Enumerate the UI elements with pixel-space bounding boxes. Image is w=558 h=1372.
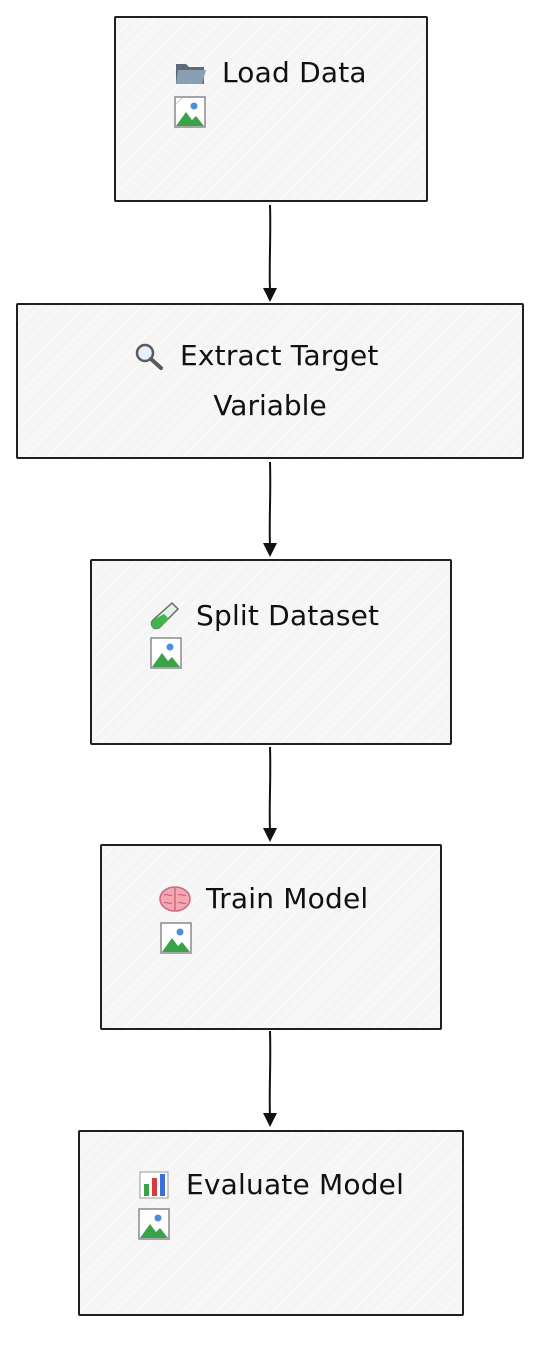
folder-icon — [174, 58, 208, 88]
edge-load-to-extract — [268, 204, 272, 291]
node-load-data[interactable]: Load Data — [114, 16, 428, 202]
magnifier-icon — [132, 341, 166, 371]
broken-image-icon — [174, 96, 206, 128]
edge-arrowhead — [263, 828, 277, 842]
edge-split-to-train — [268, 746, 272, 831]
edge-extract-to-split — [268, 461, 272, 546]
edge-arrowhead — [263, 288, 277, 302]
broken-image-icon — [150, 637, 182, 669]
edge-arrowhead — [263, 543, 277, 557]
brain-icon — [158, 884, 192, 914]
broken-image-icon — [138, 1208, 170, 1240]
broken-image-icon — [160, 922, 192, 954]
node-label-line-2: Variable — [213, 389, 327, 422]
edge-train-to-evaluate — [268, 1030, 272, 1116]
node-label: Load Data — [222, 56, 367, 89]
node-label: Train Model — [206, 882, 369, 915]
bar-chart-icon — [138, 1170, 172, 1200]
node-split-dataset[interactable]: Split Dataset — [90, 559, 452, 745]
node-train-model[interactable]: Train Model — [100, 844, 442, 1030]
edge-arrowhead — [263, 1113, 277, 1127]
node-label: Evaluate Model — [186, 1168, 405, 1201]
node-label-line-1: Extract Target — [180, 339, 379, 372]
node-evaluate-model[interactable]: Evaluate Model — [78, 1130, 464, 1316]
node-extract-target-variable[interactable]: Extract Target Variable — [16, 303, 524, 459]
test-tube-icon — [148, 601, 182, 631]
node-label: Split Dataset — [196, 599, 380, 632]
